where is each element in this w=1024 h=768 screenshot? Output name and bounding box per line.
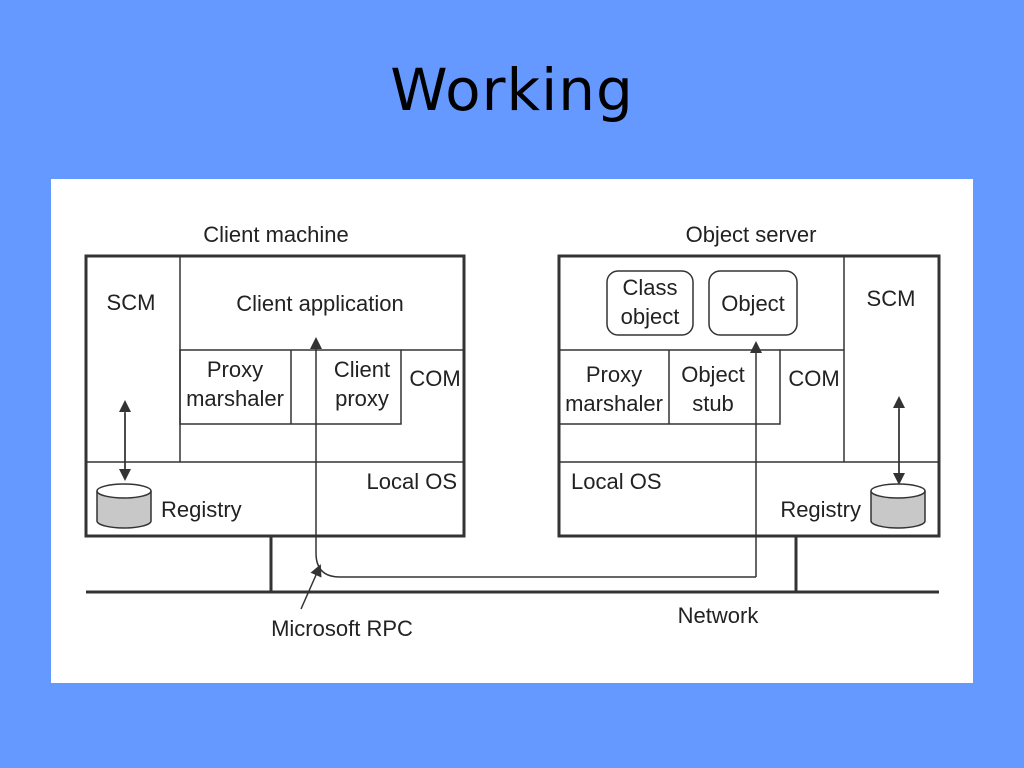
client-machine-box bbox=[84, 254, 466, 538]
server-proxy-marshaler-label-1: Proxy bbox=[586, 362, 642, 387]
class-object-label-1: Class bbox=[622, 275, 677, 300]
server-scm-label: SCM bbox=[867, 286, 916, 311]
object-stub-label-1: Object bbox=[681, 362, 745, 387]
client-proxy-marshaler-label-1: Proxy bbox=[207, 357, 263, 382]
server-registry-label: Registry bbox=[780, 497, 861, 522]
client-registry-cylinder-icon bbox=[96, 483, 152, 529]
object-box bbox=[708, 270, 798, 336]
client-local-os-label: Local OS bbox=[367, 469, 458, 494]
class-object-box bbox=[606, 270, 694, 336]
slide-title: Working bbox=[390, 56, 634, 124]
server-com-label: COM bbox=[788, 366, 839, 391]
client-machine-heading: Client machine bbox=[203, 222, 349, 247]
object-stub-label-2: stub bbox=[692, 391, 734, 416]
figure-panel: Client machine SCM Client application Pr… bbox=[51, 179, 973, 683]
client-com-label: COM bbox=[409, 366, 460, 391]
client-application-label: Client application bbox=[236, 291, 404, 316]
client-registry-label: Registry bbox=[161, 497, 242, 522]
object-server-heading: Object server bbox=[686, 222, 817, 247]
server-proxy-marshaler-label-2: marshaler bbox=[565, 391, 663, 416]
com-architecture-diagram: Client machine SCM Client application Pr… bbox=[84, 222, 941, 641]
rpc-pointer-arrow bbox=[300, 564, 322, 610]
microsoft-rpc-label: Microsoft RPC bbox=[271, 616, 413, 641]
server-registry-cylinder-icon bbox=[870, 483, 926, 529]
client-proxy-label-2: proxy bbox=[335, 386, 389, 411]
server-local-os-label: Local OS bbox=[571, 469, 662, 494]
client-scm-label: SCM bbox=[107, 290, 156, 315]
object-label: Object bbox=[721, 291, 785, 316]
class-object-label-2: object bbox=[621, 304, 680, 329]
rpc-path bbox=[310, 337, 756, 578]
client-proxy-marshaler-label-2: marshaler bbox=[186, 386, 284, 411]
network-label: Network bbox=[678, 603, 760, 628]
client-proxy-label-1: Client bbox=[334, 357, 390, 382]
